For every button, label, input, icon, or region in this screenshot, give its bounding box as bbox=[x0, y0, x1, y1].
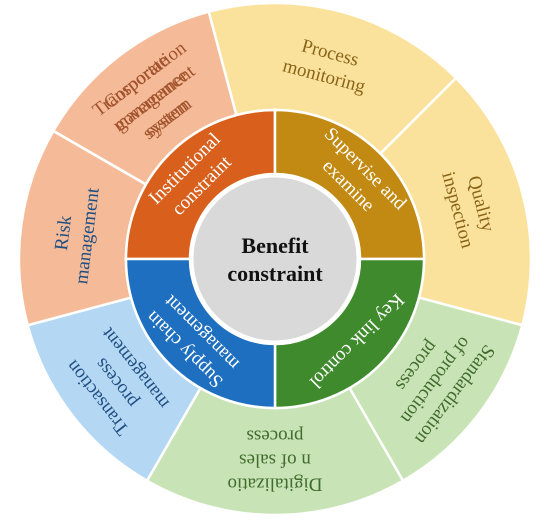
center-title-line: Benefit bbox=[241, 233, 309, 258]
inner-segment-key-link bbox=[273, 257, 426, 410]
outer-label-digitalization-line: Digitalizatio bbox=[228, 474, 323, 495]
inner-segment-supervise bbox=[273, 108, 426, 261]
center-title-line: constraint bbox=[227, 261, 323, 286]
inner-segment-supply-chain bbox=[124, 257, 277, 410]
inner-segment-institutional bbox=[124, 108, 277, 261]
outer-label-digitalization: Digitalizatio n of sales process bbox=[228, 426, 323, 495]
outer-label-digitalization-line: n of sales bbox=[239, 450, 311, 471]
center-title: Benefit constraint bbox=[227, 233, 323, 286]
outer-ring: TransportationmanagementsystemProcessmon… bbox=[17, 1, 533, 517]
center-hub: Benefit constraint bbox=[190, 174, 360, 344]
outer-label-digitalization-line: process bbox=[247, 426, 304, 447]
outer-label-risk-line: Risk bbox=[51, 214, 76, 252]
center-circle bbox=[190, 174, 360, 344]
